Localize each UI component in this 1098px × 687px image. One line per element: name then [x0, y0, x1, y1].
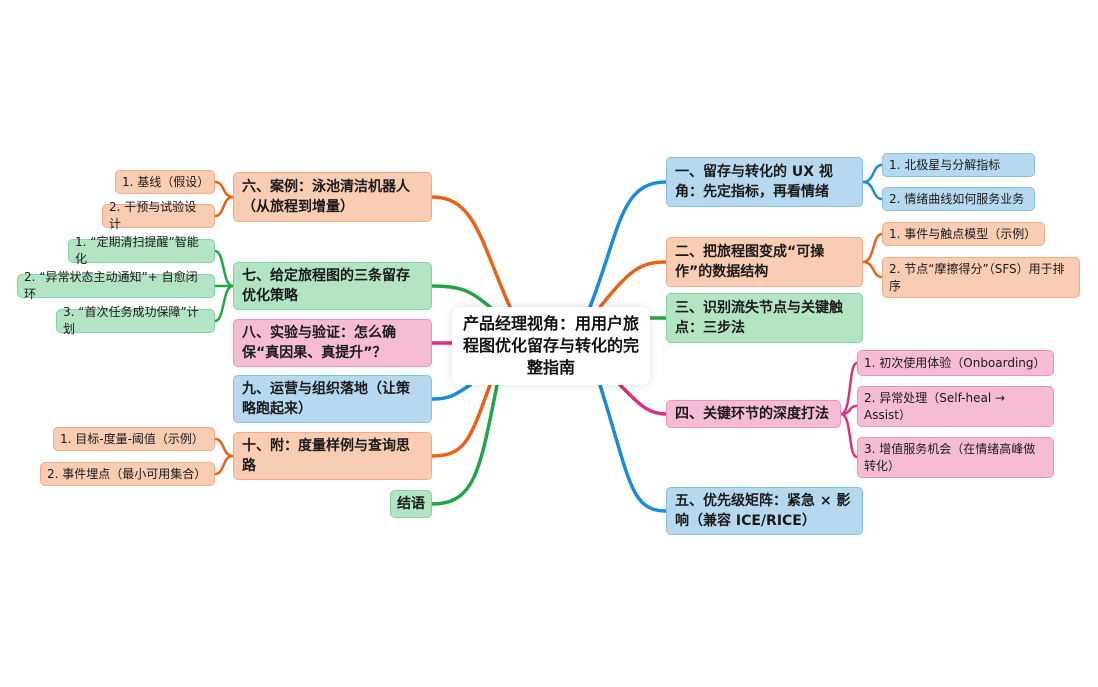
connector-topic-6-child-1 — [213, 180, 235, 199]
topic-9-operations[interactable]: 九、运营与组织落地（让策略跑起来） — [233, 375, 432, 423]
connector-root-topic-10 — [430, 383, 492, 458]
topic-4-key-stages[interactable]: 四、关键环节的深度打法 — [666, 400, 841, 428]
connector-topic-10-child-1 — [213, 437, 235, 458]
root-topic[interactable]: 产品经理视角：用用户旅程图优化留存与转化的完整指南 — [452, 307, 650, 385]
topic-2-data-structure[interactable]: 二、把旅程图变成“可操作”的数据结构 — [666, 237, 863, 287]
topic-2-child-1[interactable]: 1. 事件与触点模型（示例） — [882, 222, 1045, 246]
topic-7-retention-strategies[interactable]: 七、给定旅程图的三条留存优化策略 — [233, 262, 432, 310]
connector-topic-7-child-1 — [213, 249, 235, 288]
topic-1-child-2[interactable]: 2. 情绪曲线如何服务业务 — [882, 187, 1035, 211]
connector-root-topic-9 — [430, 383, 472, 401]
connector-topic-10-child-2 — [213, 454, 235, 476]
topic-conclusion[interactable]: 结语 — [390, 490, 432, 518]
topic-4-child-3[interactable]: 3. 增值服务机会（在情绪高峰做转化） — [857, 437, 1054, 478]
topic-10-child-2[interactable]: 2. 事件埋点（最小可用集合） — [40, 462, 215, 486]
topic-6-child-1[interactable]: 1. 基线（假设） — [115, 170, 215, 194]
connector-topic-4-child-2 — [839, 404, 859, 416]
topic-6-case-study[interactable]: 六、案例：泳池清洁机器人（从旅程到增量） — [233, 172, 432, 222]
connector-topic-2-child-1 — [861, 232, 884, 264]
connector-topic-1-child-2 — [861, 180, 884, 201]
connector-topic-1-child-1 — [861, 163, 884, 184]
topic-2-child-2[interactable]: 2. 节点“摩擦得分”（SFS）用于排序 — [882, 257, 1080, 298]
topic-10-child-1[interactable]: 1. 目标-度量-阈值（示例） — [53, 427, 215, 451]
connector-root-topic-7 — [430, 284, 492, 309]
connector-root-topic-1 — [588, 180, 668, 309]
connector-topic-6-child-2 — [213, 195, 235, 218]
topic-8-experiment-validation[interactable]: 八、实验与验证：怎么确保“真因果、真提升”？ — [233, 319, 432, 367]
topic-1-child-1[interactable]: 1. 北极星与分解指标 — [882, 153, 1035, 177]
connector-topic-7-child-3 — [213, 284, 235, 323]
connector-topic-2-child-2 — [861, 260, 884, 279]
connector-root-topic-5 — [598, 383, 668, 513]
connector-root-conclusion — [430, 383, 499, 506]
topic-5-priority-matrix[interactable]: 五、优先级矩阵：紧急 × 影响（兼容 ICE/RICE） — [666, 487, 863, 535]
topic-3-churn-nodes[interactable]: 三、识别流失节点与关键触点：三步法 — [666, 293, 863, 343]
connector-root-topic-4 — [618, 383, 668, 416]
topic-7-child-3[interactable]: 3. “首次任务成功保障”计划 — [56, 305, 215, 336]
connector-topic-4-child-3 — [839, 412, 859, 459]
connector-root-topic-2 — [598, 260, 668, 309]
topic-4-child-1[interactable]: 1. 初次使用体验（Onboarding） — [857, 350, 1054, 376]
topic-1-ux-perspective[interactable]: 一、留存与转化的 UX 视角：先定指标，再看情绪 — [666, 157, 863, 207]
topic-7-child-2[interactable]: 2. “异常状态主动通知”+ 自愈闭环 — [17, 270, 215, 301]
topic-4-child-2[interactable]: 2. 异常处理（Self-heal → Assist） — [857, 386, 1054, 427]
topic-7-child-1[interactable]: 1. “定期清扫提醒”智能化 — [68, 235, 215, 266]
topic-10-appendix[interactable]: 十、附：度量样例与查询思路 — [233, 432, 432, 480]
connector-root-topic-6 — [430, 195, 512, 309]
topic-6-child-2[interactable]: 2. 干预与试验设计 — [102, 200, 215, 231]
